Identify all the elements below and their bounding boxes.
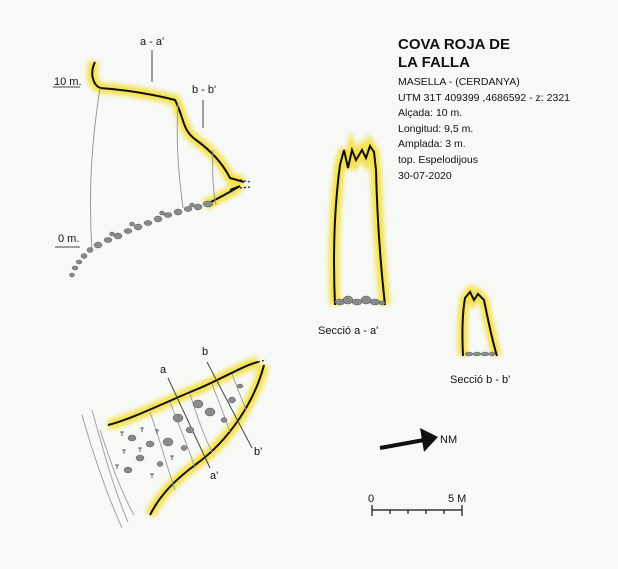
plan-label-b-prime: b' [254, 446, 263, 458]
cave-title-line1: COVA ROJA DE [398, 36, 510, 53]
plan-wall [107, 361, 265, 516]
section-a-wall [333, 143, 386, 306]
cave-info: COVA ROJA DE LA FALLA MASELLA - (CERDANY… [398, 36, 570, 184]
north-label: NM [440, 434, 458, 446]
info-date: 30-07-2020 [398, 169, 452, 182]
profile-view [53, 50, 251, 278]
section-a-label: Secció a - a' [318, 325, 379, 337]
scale-bar [371, 505, 463, 516]
plan-label-a-prime: a' [210, 470, 219, 482]
profile-label-10m: 10 m. [54, 76, 82, 88]
info-author: top. Espelodijous [398, 153, 478, 166]
profile-dashed-exit [239, 179, 251, 189]
north-arrow-icon [379, 428, 438, 452]
section-b-wall [461, 290, 498, 357]
profile-wall-highlight [86, 59, 246, 210]
profile-label-0m: 0 m. [58, 233, 80, 245]
scale-end-label: 5 M [448, 493, 467, 505]
info-location: MASELLA - (CERDANYA) [398, 76, 520, 88]
section-b-label: Secció b - b' [450, 374, 511, 386]
plan-label-a: a [160, 364, 167, 376]
profile-label-bb: b - b' [192, 84, 217, 96]
section-b-view [457, 282, 502, 358]
section-a-view [328, 131, 391, 306]
profile-label-aa: a - a' [140, 36, 165, 48]
info-utm: UTM 31T 409399 ,4686592 - z: 2321 [398, 91, 571, 104]
scale-start-label: 0 [368, 493, 375, 505]
profile-rubble [69, 200, 214, 278]
plan-label-b: b [202, 346, 209, 358]
info-height: Alçada: 10 m. [398, 107, 463, 120]
cave-title-line2: LA FALLA [398, 54, 470, 71]
info-width: Amplada: 3 m. [398, 138, 466, 151]
plan-view [81, 356, 270, 529]
info-length: Longitud: 9,5 m. [398, 122, 474, 135]
profile-wall [91, 61, 245, 206]
